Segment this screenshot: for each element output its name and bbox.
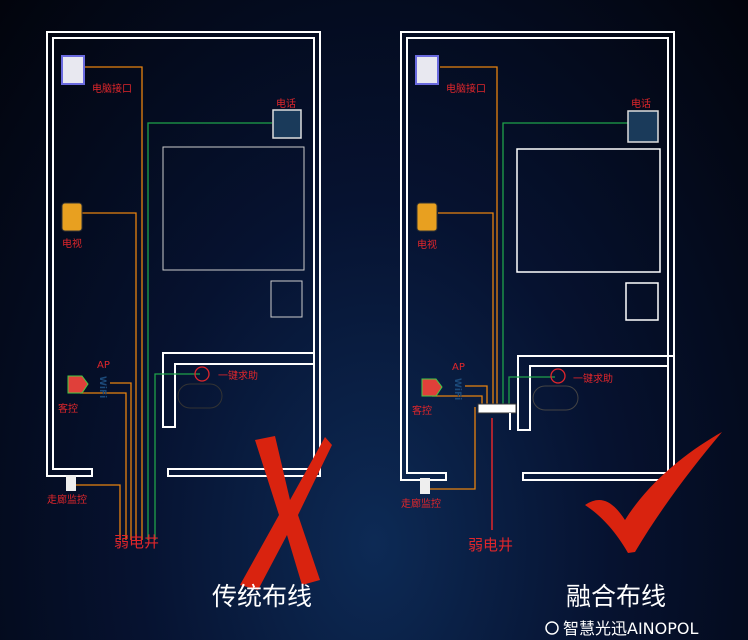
wifi-icon: WiFi [452,378,462,400]
shaft-label: 弱电井 [114,533,159,551]
watermark: 智慧光迅AINOPOL [545,619,698,638]
help-label: 一键求助 [573,372,613,385]
pc-port-label: 电脑接口 [446,82,486,95]
help-phone-icon [550,368,566,384]
ap-label: AP [97,360,110,371]
room-walls [46,31,321,477]
tv-icon [61,202,83,232]
pc-port-icon [61,55,85,85]
help-phone-icon [194,366,210,382]
pc-port-label: 电脑接口 [92,82,132,95]
phone-icon [272,109,302,139]
ap-label: AP [452,362,465,373]
tv-label: 电视 [417,238,437,251]
room-walls [400,31,675,481]
cables [430,66,628,530]
switch-icon [477,403,517,414]
corridor-monitor-label: 走廊监控 [401,497,441,510]
panel-title: 传统布线 [212,582,312,611]
phone-label: 电话 [631,97,651,110]
cables [75,66,272,540]
panel-traditional: 电脑接口 电话 电视 AP WiFi 客控 一键求助 走廊监控 弱电井 传统布线 [46,31,332,611]
panel-title: 融合布线 [566,582,666,611]
tv-label: 电视 [62,237,82,250]
wifi-icon: WiFi [97,376,107,398]
phone-icon [627,110,659,143]
cross-icon [240,436,332,590]
check-icon [585,432,722,553]
panel-converged: 电脑接口 电话 电视 AP WiFi 客控 一键求助 走廊监控 弱电井 融合布线 [400,31,722,611]
shaft-label: 弱电井 [468,536,513,554]
help-label: 一键求助 [218,369,258,382]
room-control-icon [67,375,89,394]
room-control-icon [421,378,443,397]
corridor-camera-icon [66,475,76,491]
phone-label: 电话 [276,97,296,110]
corridor-camera-icon [420,478,430,494]
wechat-icon [545,621,559,635]
room-control-label: 客控 [58,402,78,415]
watermark-text: 智慧光迅AINOPOL [563,619,698,638]
corridor-monitor-label: 走廊监控 [47,493,87,506]
tv-icon [416,202,438,232]
pc-port-icon [415,55,439,85]
room-control-label: 客控 [412,404,432,417]
